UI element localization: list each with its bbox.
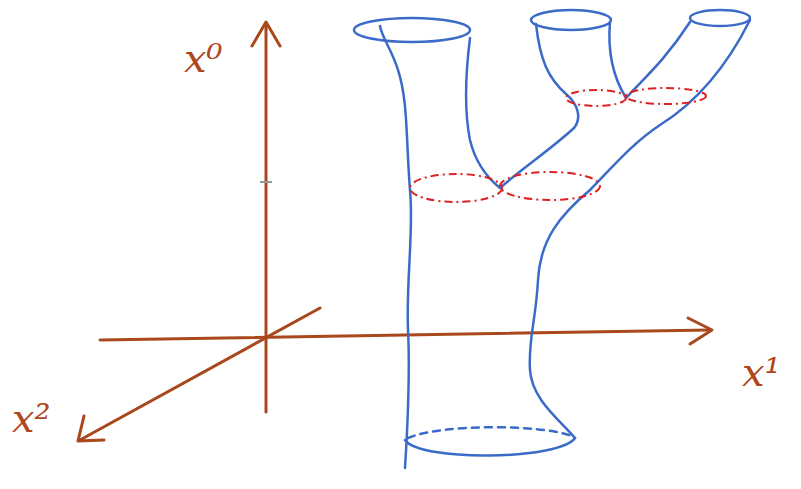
right-wall	[530, 20, 750, 438]
loop	[566, 90, 626, 106]
middle-left-wall	[500, 24, 578, 188]
loop	[410, 174, 502, 202]
middle-top-rim	[531, 10, 611, 30]
axis-label: x¹	[742, 352, 781, 392]
axis-label: x²	[12, 398, 51, 438]
x2-axis	[80, 308, 320, 440]
right-inner-wall	[626, 22, 690, 98]
cross-section-loops	[410, 88, 706, 202]
right-top-rim	[690, 10, 750, 26]
x0-axis	[265, 24, 268, 412]
axes	[78, 22, 712, 441]
left-wall	[380, 26, 411, 468]
x1-arrowhead	[688, 318, 712, 344]
loop	[500, 172, 600, 200]
left-top-rim	[354, 18, 470, 42]
x1-axis	[100, 330, 710, 340]
x0-arrowhead	[252, 22, 280, 46]
worldsheet	[354, 10, 750, 468]
left-inner-wall	[466, 38, 500, 188]
bottom-rim-front	[405, 438, 575, 456]
bottom-rim-back	[408, 427, 572, 438]
axis-tick	[260, 181, 272, 183]
loop	[626, 88, 706, 104]
x2-arrowhead	[78, 416, 104, 441]
middle-right-wall	[609, 22, 626, 98]
axis-label: x⁰	[184, 38, 223, 78]
